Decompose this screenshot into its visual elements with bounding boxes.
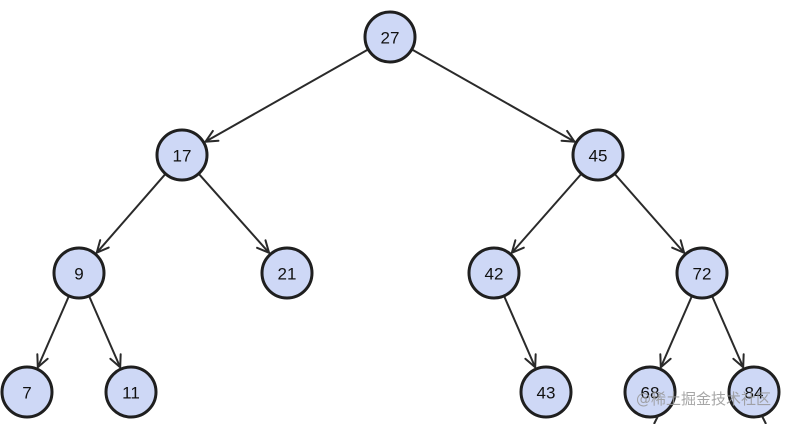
arrow-head — [95, 239, 110, 255]
edge-line — [204, 48, 369, 143]
edge-n9-n11 — [88, 295, 122, 370]
edge-line — [503, 295, 537, 368]
arrow-head — [510, 239, 525, 255]
arrow-head — [659, 353, 672, 370]
node-43: 43 — [519, 365, 573, 419]
arrow-head — [203, 129, 220, 143]
node-label: 11 — [122, 384, 140, 403]
edge-line — [659, 295, 693, 368]
node-circle — [52, 246, 106, 300]
edge-n27-n17 — [203, 48, 369, 143]
node-label: 68 — [641, 384, 660, 403]
node-circle — [571, 128, 625, 182]
node-84: 84 — [727, 365, 781, 419]
node-circle — [467, 246, 521, 300]
node-circle — [675, 246, 729, 300]
node-9: 9 — [52, 246, 106, 300]
node-circle — [260, 246, 314, 300]
edge-n27-n45 — [411, 48, 577, 143]
node-circle — [623, 365, 677, 419]
arrow-head — [36, 353, 49, 370]
node-circle — [363, 10, 417, 64]
node-circle — [104, 365, 158, 419]
node-11: 11 — [104, 365, 158, 419]
edge-n17-n21 — [197, 173, 271, 255]
node-label: 42 — [485, 265, 504, 284]
arrow-head — [524, 353, 537, 370]
edge-line — [711, 295, 745, 368]
arrow-head — [109, 353, 122, 370]
node-label: 7 — [22, 384, 31, 403]
node-circle — [155, 128, 209, 182]
node-45: 45 — [571, 128, 625, 182]
node-42: 42 — [467, 246, 521, 300]
edge-n45-n72 — [613, 173, 686, 255]
edge-n17-n9 — [95, 173, 167, 255]
node-circle — [727, 365, 781, 419]
node-label: 21 — [278, 265, 297, 284]
arrow-head — [560, 129, 577, 143]
node-label: 72 — [693, 265, 712, 284]
node-circle — [519, 365, 573, 419]
node-label: 45 — [589, 147, 608, 166]
edges-layer — [36, 48, 745, 370]
node-label: 9 — [74, 265, 83, 284]
node-21: 21 — [260, 246, 314, 300]
edge-line — [197, 173, 270, 254]
edge-line — [411, 48, 576, 143]
edge-n72-n68 — [659, 295, 693, 370]
edge-line — [36, 295, 70, 368]
cut-off-edge-n84 — [761, 415, 767, 424]
edge-n42-n43 — [503, 295, 537, 370]
edge-n72-n84 — [711, 295, 745, 370]
node-7: 7 — [0, 365, 54, 419]
nodes-layer: 27 17 45 9 21 42 72 7 11 43 68 84 — [0, 10, 781, 419]
arrow-head — [256, 239, 271, 255]
node-label: 27 — [381, 29, 400, 48]
arrow-head — [671, 239, 686, 255]
edge-n45-n42 — [510, 173, 583, 255]
node-label: 43 — [537, 384, 556, 403]
node-17: 17 — [155, 128, 209, 182]
node-27: 27 — [363, 10, 417, 64]
edge-line — [613, 173, 685, 254]
node-72: 72 — [675, 246, 729, 300]
edge-line — [96, 173, 167, 254]
node-circle — [0, 365, 54, 419]
arrow-head — [732, 353, 745, 370]
edge-line — [88, 295, 122, 368]
edge-n9-n7 — [36, 295, 70, 370]
node-label: 17 — [173, 147, 192, 166]
node-68: 68 — [623, 365, 677, 419]
node-label: 84 — [745, 384, 764, 403]
cut-off-edges — [653, 415, 767, 424]
edge-line — [511, 173, 583, 254]
cut-off-edge-n68 — [653, 415, 659, 424]
